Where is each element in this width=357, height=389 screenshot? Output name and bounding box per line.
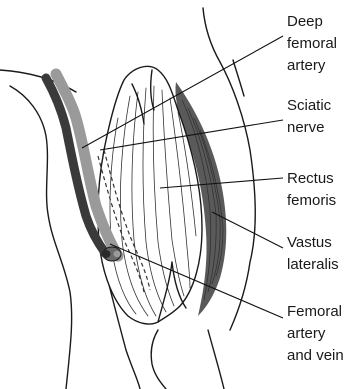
label-femoral-artery-and-vein: Femoral artery and vein (287, 303, 346, 364)
label-rectus-femoris: Rectus femoris (287, 170, 338, 209)
label-deep-femoral-artery: Deep femoral artery (287, 13, 341, 74)
label-sciatic-nerve: Sciatic nerve (287, 97, 335, 136)
labels: Deep femoral artery Sciatic nerve Rectus… (287, 13, 346, 364)
label-vastus-lateralis: Vastus lateralis (287, 234, 339, 273)
